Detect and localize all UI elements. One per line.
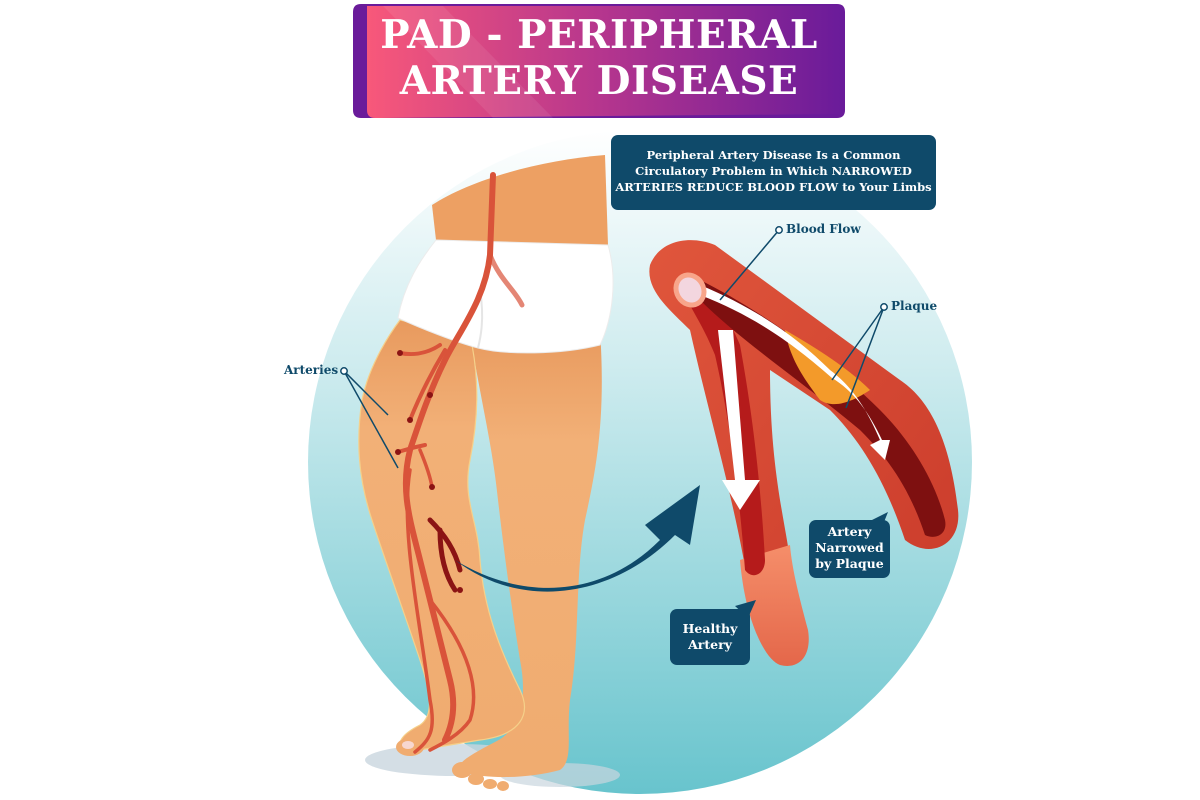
blocked-artery bbox=[427, 517, 463, 593]
plaque-label: Plaque bbox=[891, 299, 938, 313]
plaque-leader-2 bbox=[845, 306, 885, 409]
blood-flow-leader bbox=[719, 229, 780, 301]
title-line-1: PAD - PERIPHERAL bbox=[380, 12, 818, 58]
healthy-artery-callout: Healthy Artery bbox=[670, 609, 750, 665]
plaque-leader-1 bbox=[831, 306, 885, 381]
info-line-2: Circulatory Problem in Which NARROWED bbox=[635, 164, 912, 178]
callout-line: Healthy bbox=[682, 621, 738, 636]
callout-line: Narrowed bbox=[815, 540, 884, 555]
page-title: PAD - PERIPHERAL ARTERY DISEASE bbox=[353, 12, 845, 104]
info-box: Peripheral Artery Disease Is a Common Ci… bbox=[611, 135, 936, 210]
right-leg bbox=[459, 330, 602, 778]
callout-line: by Plaque bbox=[815, 556, 884, 571]
info-line-3: ARTERIES REDUCE BLOOD FLOW to Your Limbs bbox=[615, 180, 932, 194]
title-banner: PAD - PERIPHERAL ARTERY DISEASE bbox=[353, 4, 845, 118]
underwear bbox=[397, 239, 614, 354]
arteries-label: Arteries bbox=[284, 363, 339, 377]
info-line-1: Peripheral Artery Disease Is a Common bbox=[646, 148, 901, 162]
callout-line: Artery bbox=[688, 637, 732, 652]
title-line-2: ARTERY DISEASE bbox=[399, 58, 799, 104]
arteries-leader-1 bbox=[343, 370, 389, 416]
blood-flow-label: Blood Flow bbox=[786, 222, 861, 236]
blood-flow-arrow-icon bbox=[718, 330, 760, 510]
artery-cross-section bbox=[649, 240, 959, 666]
arteries-leader-2 bbox=[343, 370, 399, 469]
callout-line: Artery bbox=[827, 524, 872, 539]
narrowed-artery-callout: Artery Narrowed by Plaque bbox=[809, 520, 890, 578]
